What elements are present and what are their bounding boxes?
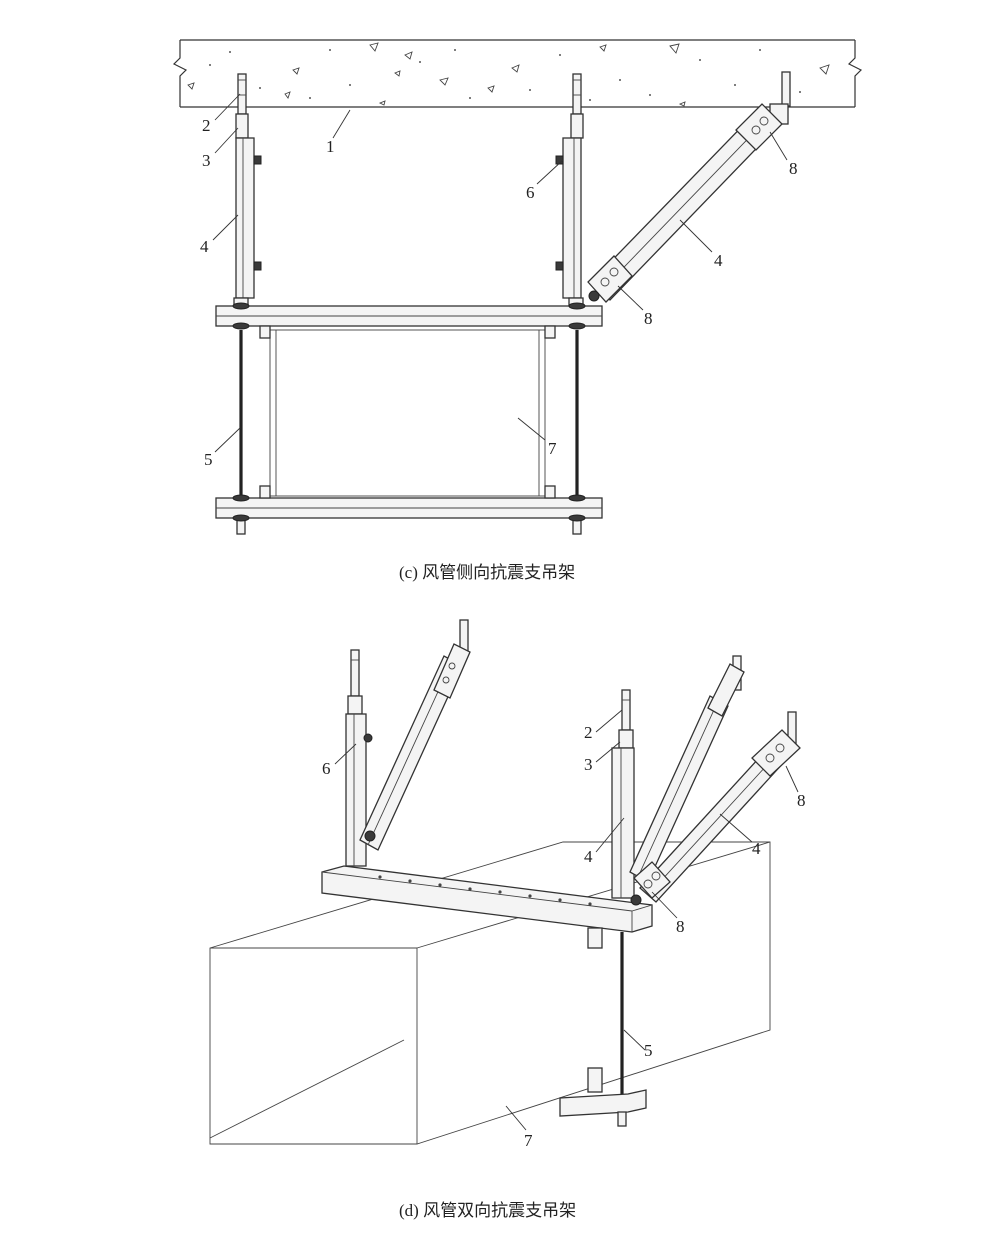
left-hanger-assembly-d	[345, 619, 471, 867]
figure-d-bidirectional-bracing: 6 2 3 4 8 4 8 5 7 (d) 风管双向抗震支吊架	[209, 619, 806, 1220]
label-2: 2	[584, 723, 593, 742]
label-4-brace: 4	[714, 251, 723, 270]
label-6: 6	[526, 183, 535, 202]
label-6: 6	[322, 759, 331, 778]
caption-c: (c) 风管侧向抗震支吊架	[399, 563, 575, 582]
lower-threaded-rod	[559, 927, 647, 1127]
air-duct-section	[259, 325, 556, 499]
label-1: 1	[326, 137, 335, 156]
figure-c-lateral-bracing: 2 3 1 4 6 8 4 8 5 7 (c) 风管侧向抗震支吊架	[172, 39, 863, 582]
label-4-right: 4	[752, 839, 761, 858]
label-7: 7	[524, 1131, 533, 1150]
label-3: 3	[584, 755, 593, 774]
label-8-bottom: 8	[644, 309, 653, 328]
right-hanger-assembly-d	[611, 655, 801, 906]
threaded-rods	[236, 330, 582, 535]
caption-d: (d) 风管双向抗震支吊架	[399, 1201, 576, 1220]
concrete-slab	[172, 39, 863, 108]
right-hanger-assembly	[555, 73, 584, 307]
leader-lines-d	[334, 709, 799, 1131]
label-5: 5	[204, 450, 213, 469]
label-7: 7	[548, 439, 557, 458]
label-2: 2	[202, 116, 211, 135]
label-3: 3	[202, 151, 211, 170]
horizontal-channels	[215, 302, 603, 522]
label-4-left: 4	[584, 847, 593, 866]
label-5: 5	[644, 1041, 653, 1060]
label-4-left: 4	[200, 237, 209, 256]
air-duct-box	[209, 841, 771, 1145]
leader-lines	[212, 93, 788, 453]
label-8-bottom: 8	[676, 917, 685, 936]
horizontal-channel	[321, 865, 653, 933]
left-hanger-assembly	[233, 73, 262, 307]
label-8-top: 8	[789, 159, 798, 178]
lateral-seismic-brace	[587, 71, 791, 303]
label-8-top: 8	[797, 791, 806, 810]
